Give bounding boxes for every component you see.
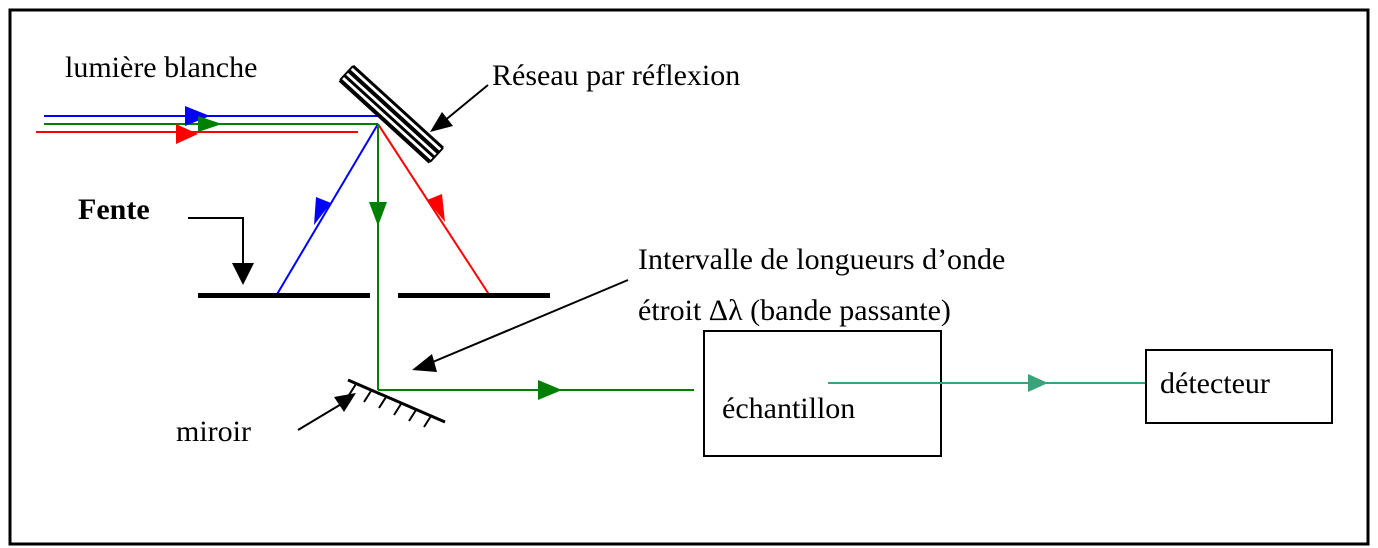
green-vertical-arrowhead [369,202,387,226]
interval-pointer [412,279,629,372]
slit [198,293,550,298]
mirror [347,378,446,428]
diffracted-blue-ray [275,123,379,297]
detector-label: détecteur [1160,367,1270,400]
diffracted-rays [275,123,491,390]
diagram-frame [8,8,1370,546]
interval-label-line1: Intervalle de longueurs d’onde [638,243,1005,276]
output-arrowhead [1028,374,1048,392]
reflection-grating [338,64,445,164]
grating-label: Réseau par réflexion [492,59,740,92]
interval-label-line2: étroit Δλ (bande passante) [638,294,951,327]
white-light-label: lumière blanche [65,51,257,84]
slit-left-plate [198,293,370,298]
detector-box [1145,349,1333,424]
sample-box [703,330,942,457]
diffracted-blue-arrowhead [314,197,331,225]
green-horizontal-arrowhead [538,380,562,400]
slit-label: Fente [78,193,150,226]
red-arrowhead [176,124,198,144]
mirror-label: miroir [176,415,251,448]
grating-pointer [430,84,489,132]
blue-arrowhead [185,106,210,126]
diffracted-red-arrowhead [427,194,445,222]
mirror-pointer [297,393,356,431]
diffracted-red-ray [377,123,491,297]
slit-pointer [188,217,254,285]
green-ray-to-sample [378,380,694,400]
sample-label: échantillon [722,392,855,425]
slit-right-plate [398,293,550,298]
output-ray [828,374,1146,392]
incoming-light-rays [36,106,378,144]
green-arrowhead [198,116,222,132]
